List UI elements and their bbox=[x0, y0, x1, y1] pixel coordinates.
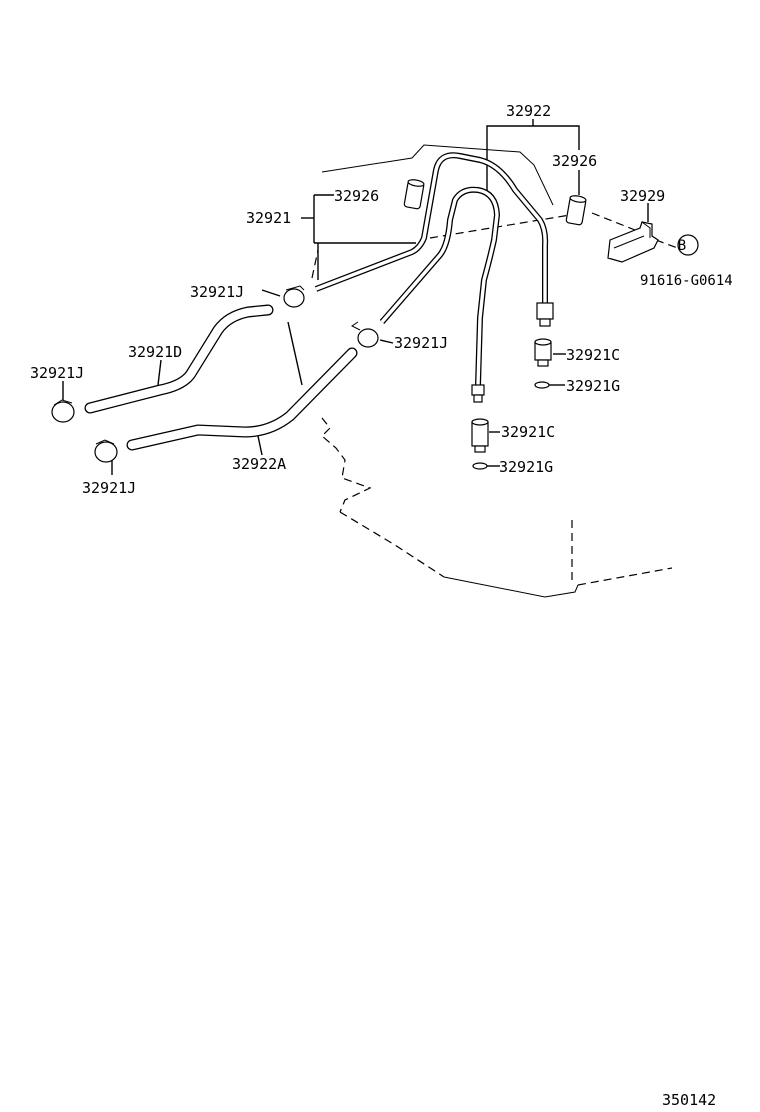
label-32921j-left: 32921J bbox=[30, 364, 84, 382]
label-32921j-upper: 32921J bbox=[190, 283, 244, 301]
label-32926-upper: 32926 bbox=[334, 187, 379, 205]
grommet-upper-icon bbox=[403, 179, 425, 210]
bracket-icon bbox=[607, 221, 659, 263]
rubber-hoses bbox=[84, 304, 358, 451]
gasket-lower-icon bbox=[472, 462, 488, 470]
label-32921d: 32921D bbox=[128, 343, 182, 361]
clamp-upper-icon bbox=[283, 285, 305, 308]
label-32921c-lower: 32921C bbox=[501, 423, 555, 441]
label-32921: 32921 bbox=[246, 209, 291, 227]
grommet-right-icon bbox=[565, 195, 587, 226]
pipe-end-fitting-lower-icon bbox=[471, 384, 485, 403]
union-lower-icon bbox=[471, 418, 489, 453]
label-32922: 32922 bbox=[506, 102, 551, 120]
clamp-middle-icon bbox=[351, 321, 379, 348]
clamp-left-icon bbox=[51, 399, 75, 423]
metal-pipes bbox=[314, 152, 549, 386]
gasket-right-icon bbox=[534, 381, 550, 389]
figure-number: 350142 bbox=[662, 1091, 716, 1109]
label-32922a: 32922A bbox=[232, 455, 286, 473]
label-32921j-middle: 32921J bbox=[394, 334, 448, 352]
reference-marker bbox=[677, 234, 699, 256]
label-32929: 32929 bbox=[620, 187, 665, 205]
label-32921g-right: 32921G bbox=[566, 377, 620, 395]
leader-lines bbox=[62, 119, 684, 475]
union-right-icon bbox=[534, 338, 552, 367]
label-bolt: 91616-G0614 bbox=[640, 273, 733, 289]
label-32926-right: 32926 bbox=[552, 152, 597, 170]
clamp-lower-icon bbox=[94, 439, 118, 463]
label-32921c-right: 32921C bbox=[566, 346, 620, 364]
label-32921j-lower: 32921J bbox=[82, 479, 136, 497]
part-labels: 32922 32926 32926 32921 32929 B 91616-G0… bbox=[30, 102, 733, 1109]
body-outline bbox=[311, 249, 673, 598]
label-reference-b: B bbox=[678, 238, 686, 254]
label-32921g-lower: 32921G bbox=[499, 458, 553, 476]
pipe-end-fitting-right-icon bbox=[536, 302, 554, 327]
